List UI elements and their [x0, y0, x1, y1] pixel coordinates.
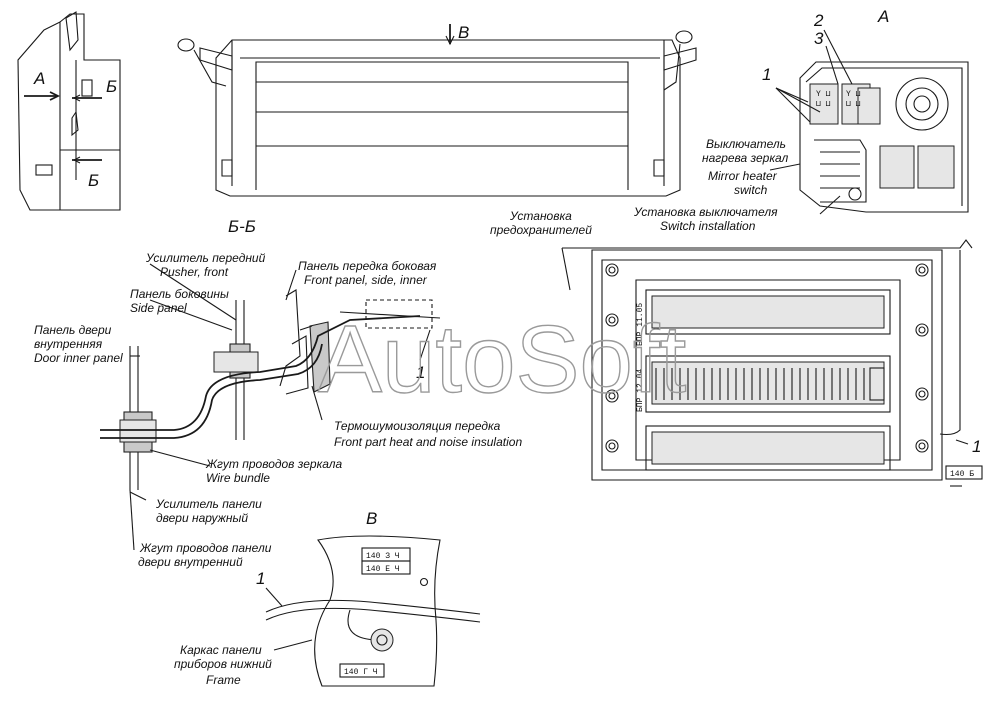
svg-text:Y ⊔: Y ⊔: [846, 90, 861, 99]
callout-1-fuse: 1: [972, 437, 981, 456]
section-bb: Б-Б 1 Усилитель передний: [34, 217, 522, 569]
view-v: В 140 З Ч 140 Е Ч 140 Г Ч 1 Каркас панел…: [174, 509, 481, 687]
mirror-switch-label: Выключатель нагрева зеркал Mirror heater…: [702, 137, 792, 197]
door-inner-panel-label: Панель двери внутренняя Door inner panel: [34, 323, 123, 365]
callout-3: 3: [814, 29, 824, 48]
v-tag-2: 140 Е Ч: [366, 565, 400, 574]
v-tag-1: 140 З Ч: [366, 552, 400, 561]
door-outer-pusher-label: Усилитель панели двери наружный: [155, 497, 265, 525]
view-a-title: А: [877, 7, 889, 26]
view-v-title: В: [366, 509, 377, 528]
svg-text:⊔ ⊔: ⊔ ⊔: [816, 100, 831, 109]
callout-1-bb: 1: [416, 363, 425, 382]
front-panel-side-label: Панель передка боковая Front panel, side…: [298, 259, 440, 287]
svg-text:⊔ ⊔: ⊔ ⊔: [846, 100, 861, 109]
side-view-a-label: А: [33, 69, 45, 88]
fuse-row: [655, 367, 885, 401]
frame-label: Каркас панели приборов нижний Frame: [174, 643, 275, 687]
cab-side-view: А Б Б: [17, 11, 121, 211]
fuse-install-label: Установка предохранителей: [490, 209, 592, 237]
fuse-installation: Установка предохранителей БПР 11.05 БПР …: [490, 209, 983, 487]
pusher-front-label: Усилитель передний Pusher, front: [145, 251, 269, 279]
insulation-label: Термошумоизоляция передка Front part hea…: [334, 419, 522, 449]
section-bb-title: Б-Б: [228, 217, 256, 236]
fuse-block-2-label: БПР 12.04: [636, 369, 645, 412]
v-tag-3: 140 Г Ч: [344, 668, 378, 677]
side-panel-label: Панель боковины Side panel: [130, 287, 232, 315]
callout-1-a: 1: [762, 65, 771, 84]
panel-front-view: В: [177, 23, 697, 197]
side-view-b1-label: Б: [106, 77, 117, 96]
watermark: AutoSoft: [318, 306, 686, 413]
side-view-b2-label: Б: [88, 171, 99, 190]
callout-1-v: 1: [256, 569, 265, 588]
wire-bundle-label: Жгут проводов зеркала Wire bundle: [205, 457, 346, 485]
fuse-tag: 140 Б: [950, 470, 974, 479]
door-inner-harness-label: Жгут проводов панели двери внутренний: [138, 541, 275, 569]
view-a: А Y ⊔ ⊔ ⊔ Y ⊔ ⊔ ⊔ 1 2 3 Выключатель нагр…: [633, 7, 969, 233]
svg-text:Y ⊔: Y ⊔: [816, 90, 831, 99]
fuse-block-1-label: БПР 11.05: [636, 303, 645, 346]
arrow-b-label: В: [458, 23, 469, 42]
callout-2: 2: [813, 11, 824, 30]
switch-install-label: Установка выключателя Switch installatio…: [633, 205, 781, 233]
